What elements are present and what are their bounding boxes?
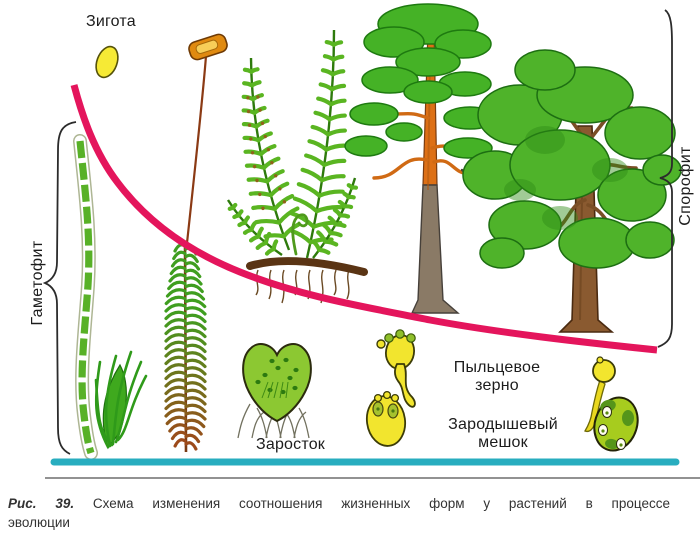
braces — [42, 9, 673, 455]
evolution-axis-line — [45, 458, 700, 479]
embryo-sac-illustration — [584, 356, 639, 452]
zygote-cell-illustration — [95, 45, 119, 79]
caption-line-2: эволюции — [8, 515, 70, 530]
pine-tree-illustration — [344, 3, 497, 314]
caption-figure-number: Рис. 39. — [8, 496, 75, 511]
green-algae-filament-illustration — [73, 134, 98, 460]
prothallus-label: Заросток — [256, 436, 326, 453]
pollen-grain-label: Пыльцевое зерно — [453, 359, 541, 394]
figure-caption: Рис. 39. Схема изменения соотношения жиз… — [8, 494, 670, 532]
embryo-sac-label: Зародышевый мешок — [448, 416, 558, 451]
fern-prothallus-illustration — [237, 343, 312, 439]
pollen-grain-illustration — [365, 329, 416, 447]
zygote-label: Зигота — [86, 13, 136, 30]
moss-plant-illustration — [164, 33, 228, 453]
fern-illustration — [226, 29, 368, 304]
caption-text: Схема изменения соотношения жизненных фо… — [92, 496, 670, 511]
caption-line-1: Рис. 39. Схема изменения соотношения жиз… — [8, 494, 670, 513]
gametophyte-label: Гаметофит — [29, 240, 46, 326]
deciduous-tree-illustration — [462, 49, 682, 333]
sporophyte-gametophyte-ratio-curve — [70, 84, 658, 354]
sporophyte-label: Спорофит — [677, 146, 694, 226]
diagram-canvas — [42, 3, 700, 479]
algae-tuft-illustration — [94, 350, 148, 450]
